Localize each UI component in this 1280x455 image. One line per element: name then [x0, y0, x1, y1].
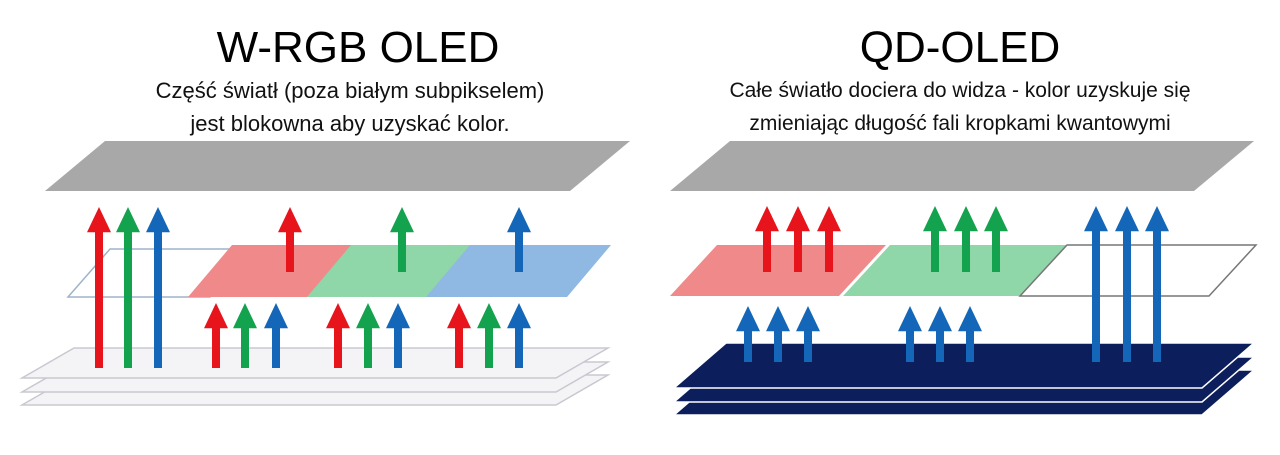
top-glass-panel — [670, 141, 1254, 191]
red-arrow-converted-icon — [786, 206, 810, 272]
red-arrow-long-icon — [87, 207, 111, 368]
green-arrow-converted-icon — [923, 206, 947, 272]
blue-arrow-long-icon — [146, 207, 170, 368]
blue-arrow-emitted-icon — [928, 306, 952, 362]
clear-subpixel — [1018, 244, 1258, 297]
blue-emitter-layer-1 — [671, 342, 1257, 389]
green-arrow-emitted-icon — [233, 303, 257, 368]
blue-arrow-emitted-icon — [796, 306, 820, 362]
blue-arrow-long-icon — [1115, 206, 1139, 362]
blue-arrow-emitted-icon — [898, 306, 922, 362]
blue-arrow-emitted-icon — [264, 303, 288, 368]
red-arrow-emitted-icon — [326, 303, 350, 368]
blue-arrow-emitted-icon — [736, 306, 760, 362]
red-arrow-filtered-icon — [278, 207, 302, 272]
blue-arrow-long-icon — [1084, 206, 1108, 362]
blue-arrow-emitted-icon — [386, 303, 410, 368]
qd-subtitle-line-1: Całe światło dociera do widza - kolor uz… — [729, 79, 1191, 102]
wrgb-layer-diagram — [19, 141, 630, 406]
red-arrow-converted-icon — [817, 206, 841, 272]
qd-subtitle-line-2: zmieniając długość fali kropkami kwantow… — [749, 112, 1171, 135]
red-arrow-emitted-icon — [204, 303, 228, 368]
qd-subtitle: Całe światło dociera do widza - kolor uz… — [640, 74, 1280, 140]
blue-arrow-emitted-icon — [507, 303, 531, 368]
qd-layer-diagram — [670, 141, 1258, 416]
green-arrow-filtered-icon — [390, 207, 414, 272]
wrgb-subtitle: Część światł (poza białym subpikselem) j… — [30, 74, 670, 140]
green-arrow-long-icon — [116, 207, 140, 368]
wrgb-title: W-RGB OLED — [216, 23, 500, 72]
green-arrow-emitted-icon — [356, 303, 380, 368]
red-arrow-emitted-icon — [447, 303, 471, 368]
wrgb-oled-panel: W-RGB OLED Część światł (poza białym sub… — [19, 24, 630, 406]
blue-arrow-long-icon — [1145, 206, 1169, 362]
wrgb-subtitle-line-2: jest blokowna aby uzyskać kolor. — [190, 111, 510, 136]
green-arrow-converted-icon — [954, 206, 978, 272]
qd-title: QD-OLED — [859, 23, 1061, 72]
wrgb-subtitle-line-1: Część światł (poza białym subpikselem) — [155, 78, 545, 103]
blue-arrow-emitted-icon — [766, 306, 790, 362]
top-glass-panel — [45, 141, 630, 191]
green-arrow-emitted-icon — [477, 303, 501, 368]
red-arrow-converted-icon — [755, 206, 779, 272]
green-arrow-converted-icon — [984, 206, 1008, 272]
qd-oled-panel: QD-OLED Całe światło dociera do widza - … — [640, 0, 1280, 455]
blue-arrow-filtered-icon — [507, 207, 531, 272]
blue-arrow-emitted-icon — [958, 306, 982, 362]
